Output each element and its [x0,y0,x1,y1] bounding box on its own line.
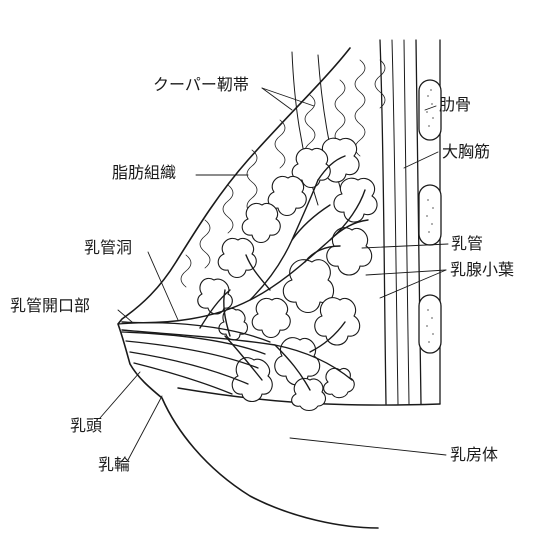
lobule-clusters [198,138,377,410]
label-rib: 肋骨 [439,97,471,113]
label-pectoralis: 大胸筋 [442,144,490,160]
skin-contour [118,48,378,528]
label-lactiferous-sinus: 乳管洞 [84,240,132,256]
label-fat-tissue: 脂肪組織 [112,165,176,181]
label-breast-body: 乳房体 [450,447,498,463]
chest-wall-line [404,40,409,404]
label-nipple: 乳頭 [70,418,102,434]
label-lobule: 乳腺小葉 [450,262,514,278]
label-areola: 乳輪 [98,457,130,473]
chest-wall-line [392,40,398,404]
label-duct-opening: 乳管開口部 [10,298,90,314]
rib-section [419,80,441,353]
label-milk-duct: 乳管 [451,236,483,252]
label-cooper-ligament: クーパー靭帯 [153,77,249,93]
